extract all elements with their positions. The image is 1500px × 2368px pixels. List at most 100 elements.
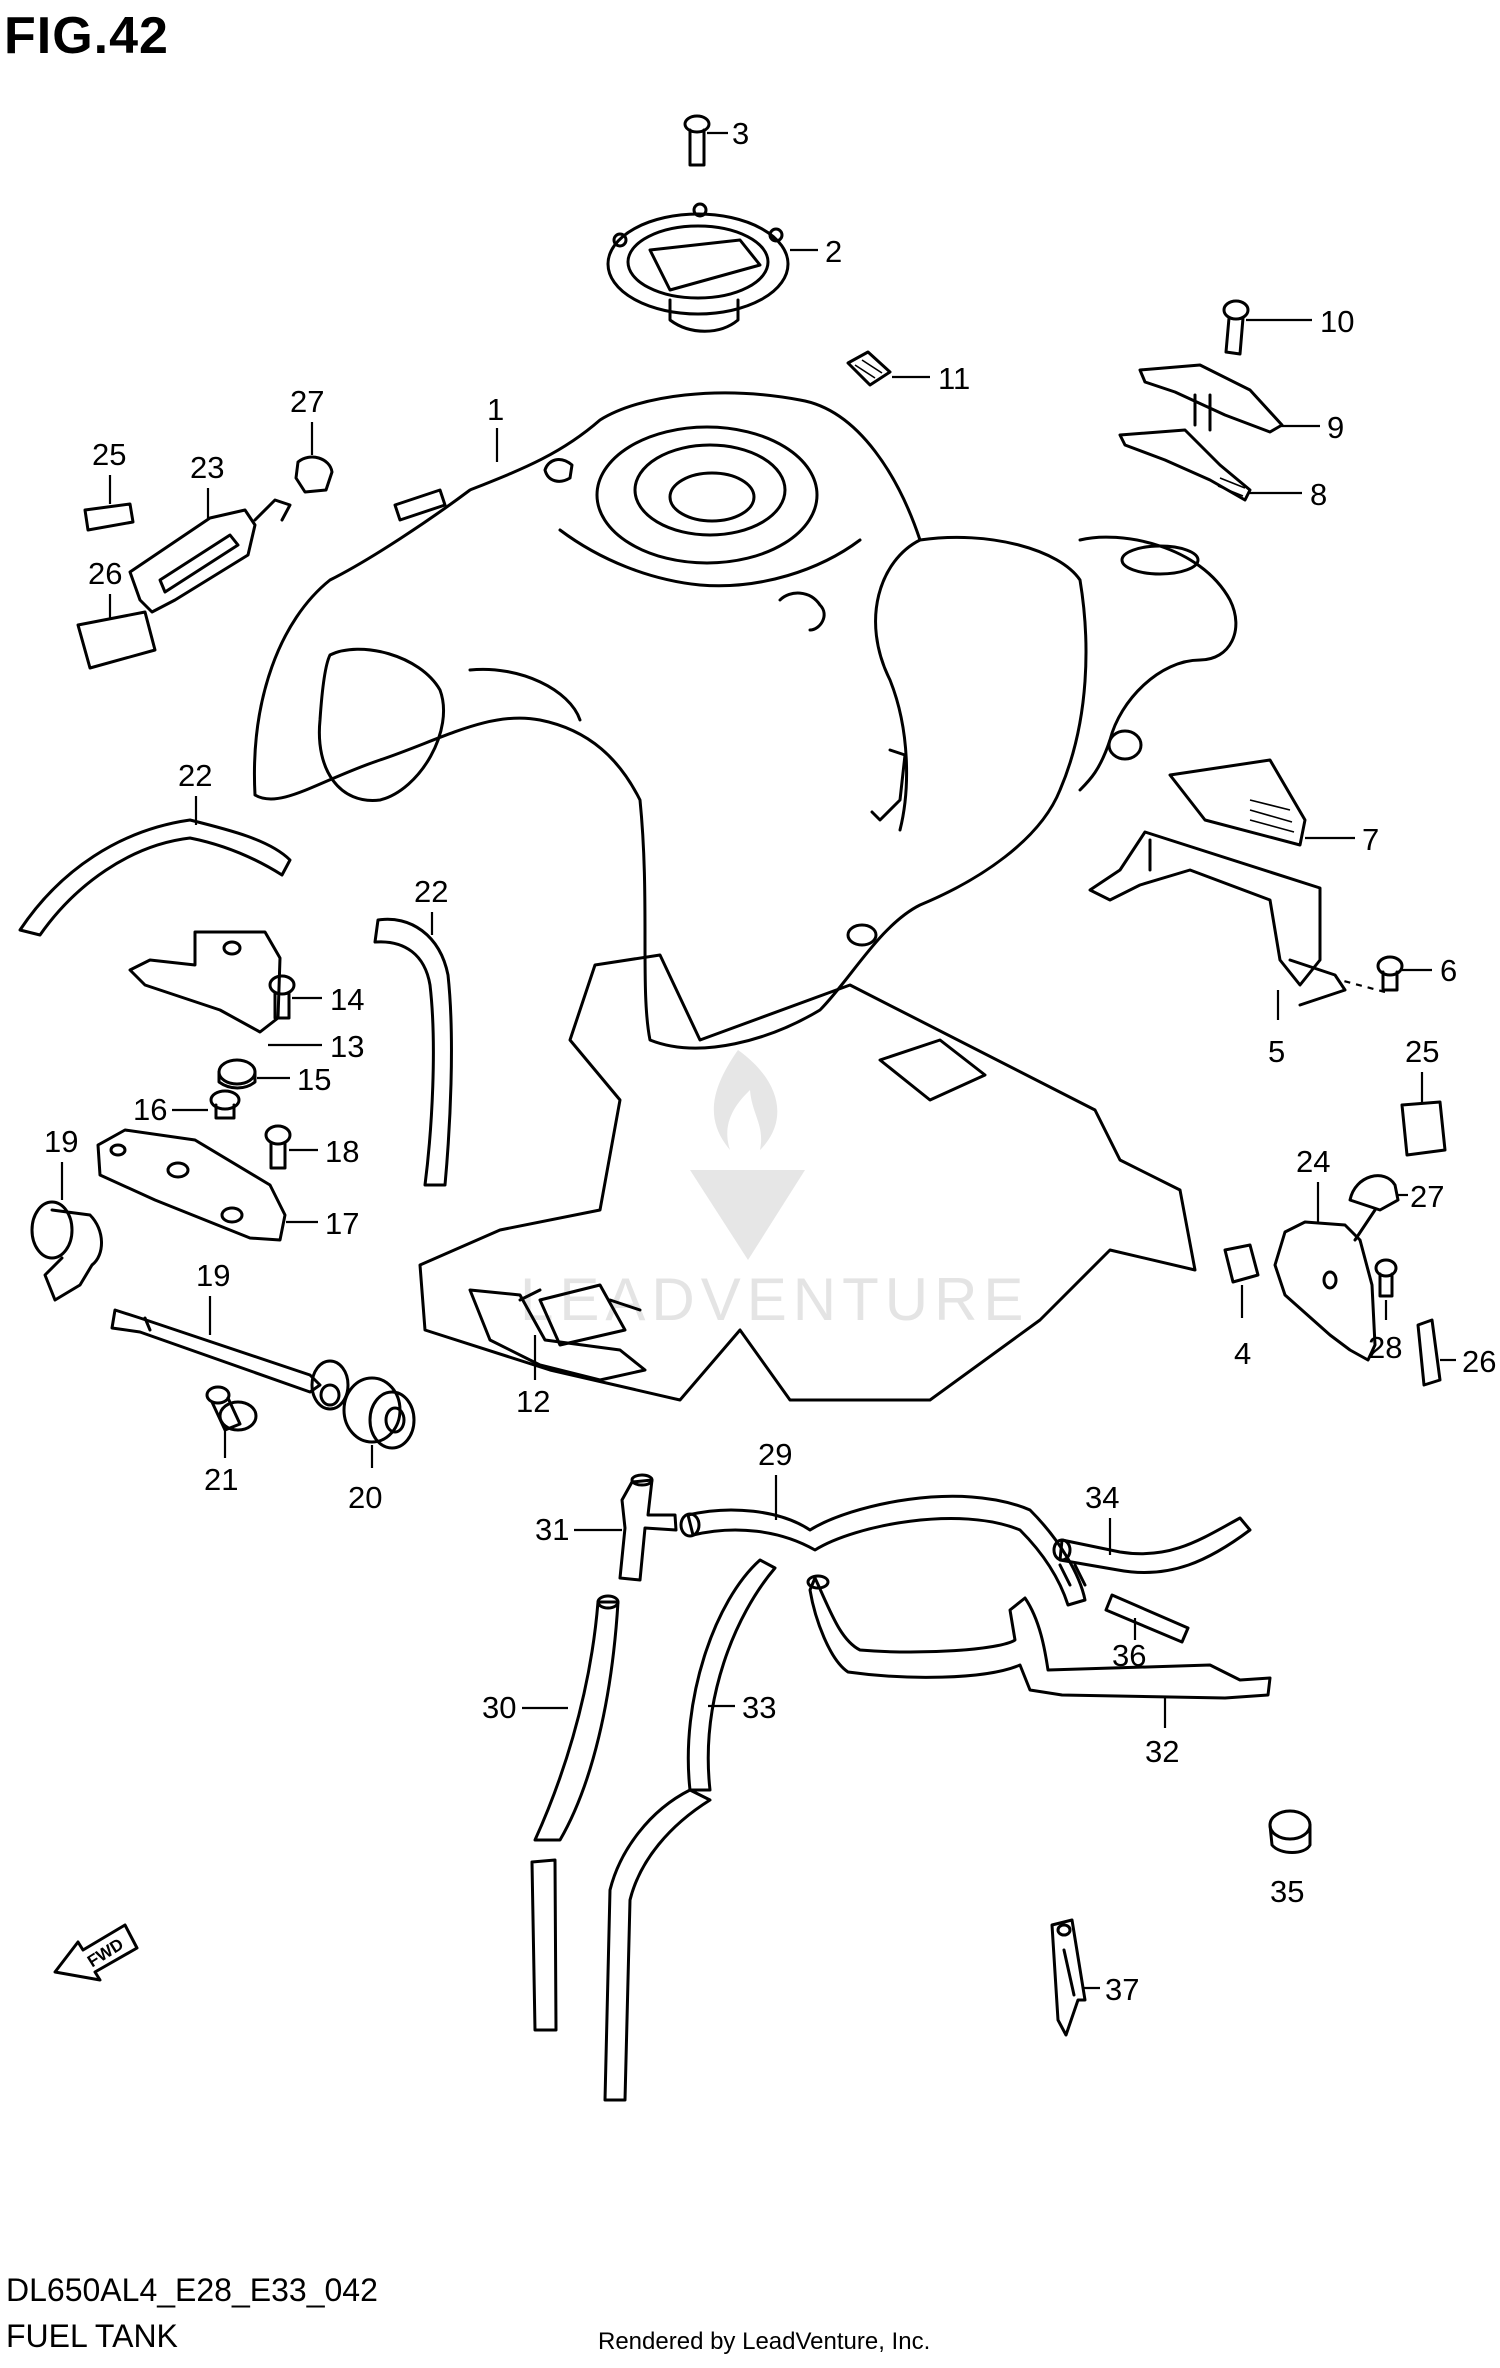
callout-label: 2 xyxy=(825,234,842,269)
cover-24 xyxy=(1273,1208,1377,1362)
callout-label: 18 xyxy=(325,1134,359,1169)
section-name: FUEL TANK xyxy=(6,2318,178,2354)
label-26-right xyxy=(1416,1318,1442,1387)
callout-5: 5 xyxy=(1268,990,1285,1069)
callout-label: 19 xyxy=(196,1258,230,1293)
callout-label: 31 xyxy=(535,1512,569,1547)
watermark: LEADVENTURE xyxy=(520,1050,1023,1333)
callout-label: 27 xyxy=(1410,1179,1444,1214)
callout-label: 22 xyxy=(178,758,212,793)
callout-10: 10 xyxy=(1246,304,1354,339)
cushion-4 xyxy=(1223,1243,1260,1284)
callout-15: 15 xyxy=(257,1062,331,1097)
callout-label: 35 xyxy=(1270,1874,1304,1909)
callout-label: 5 xyxy=(1268,1034,1285,1069)
callout-34: 34 xyxy=(1085,1480,1119,1555)
callout-30: 30 xyxy=(482,1690,568,1725)
t-fitting-31 xyxy=(618,1473,678,1582)
callout-14: 14 xyxy=(292,982,364,1017)
holder-bolt xyxy=(1222,299,1250,356)
callout-label: 28 xyxy=(1368,1330,1402,1365)
callout-label: 7 xyxy=(1362,822,1379,857)
collar-16 xyxy=(209,1089,241,1120)
hose-22-left xyxy=(18,818,292,937)
callout-label: 9 xyxy=(1327,410,1344,445)
callout-label: 12 xyxy=(516,1384,550,1419)
fuel-filler-cap xyxy=(606,202,790,333)
callout-label: 3 xyxy=(732,116,749,151)
callout-25-b: 25 xyxy=(1405,1034,1439,1102)
bolt-18 xyxy=(264,1124,292,1170)
callout-label: 8 xyxy=(1310,477,1327,512)
callout-3: 3 xyxy=(707,116,749,151)
callout-label: 25 xyxy=(92,437,126,472)
callout-8: 8 xyxy=(1248,477,1327,512)
hose-22-mid xyxy=(373,917,453,1187)
callout-label: 24 xyxy=(1296,1144,1330,1179)
clamp-35 xyxy=(1268,1809,1312,1854)
bracket-bolt xyxy=(1339,955,1404,994)
callout-21: 21 xyxy=(204,1428,238,1497)
hose-29 xyxy=(679,1494,1087,1607)
callout-label: 14 xyxy=(330,982,364,1017)
callout-label: 27 xyxy=(290,384,324,419)
callout-31: 31 xyxy=(535,1512,622,1547)
label-25-right xyxy=(1400,1100,1447,1157)
callout-24: 24 xyxy=(1296,1144,1330,1222)
callout-37: 37 xyxy=(1082,1972,1139,2007)
callout-label: 16 xyxy=(133,1092,167,1127)
callout-27-b: 27 xyxy=(1398,1179,1444,1214)
callout-label: 1 xyxy=(487,392,504,427)
bolt-14 xyxy=(268,974,296,1020)
callout-6: 6 xyxy=(1402,953,1457,988)
callout-4: 4 xyxy=(1234,1285,1251,1371)
bracket-13 xyxy=(128,930,282,1034)
callout-label: 17 xyxy=(325,1206,359,1241)
cover-23 xyxy=(128,498,292,614)
callout-label: 13 xyxy=(330,1029,364,1064)
model-code: DL650AL4_E28_E33_042 xyxy=(6,2272,378,2308)
callout-32: 32 xyxy=(1145,1698,1179,1769)
callout-label: 19 xyxy=(44,1124,78,1159)
strap-37 xyxy=(1050,1918,1087,2037)
hose-30 xyxy=(530,1594,620,2032)
callout-label: 26 xyxy=(88,556,122,591)
callout-label: 32 xyxy=(1145,1734,1179,1769)
tank-pad xyxy=(418,953,1197,1402)
plate-17 xyxy=(96,1128,287,1242)
callout-label: 33 xyxy=(742,1690,776,1725)
hook-19 xyxy=(30,1200,103,1302)
callout-17: 17 xyxy=(286,1206,359,1241)
callout-label: 36 xyxy=(1112,1638,1146,1673)
callout-29: 29 xyxy=(758,1437,792,1520)
callout-23: 23 xyxy=(190,450,224,520)
callout-19-b: 19 xyxy=(196,1258,230,1335)
hose-32 xyxy=(806,1574,1272,1700)
cap-27-right xyxy=(1348,1174,1400,1212)
strap-19 xyxy=(110,1308,350,1411)
callout-label: 21 xyxy=(204,1462,238,1497)
callout-label: 10 xyxy=(1320,304,1354,339)
callout-label: 20 xyxy=(348,1480,382,1515)
bolt-28 xyxy=(1374,1258,1398,1298)
holder-9 xyxy=(1138,363,1284,434)
cap-screw xyxy=(683,114,711,167)
callout-33: 33 xyxy=(708,1690,776,1725)
callout-26-b: 26 xyxy=(1440,1344,1496,1379)
figure-title: FIG.42 xyxy=(4,7,169,65)
callout-12: 12 xyxy=(516,1335,550,1419)
callout-label: 22 xyxy=(414,874,448,909)
hose-33 xyxy=(603,1558,777,2102)
callout-2: 2 xyxy=(790,234,842,269)
callout-label: 26 xyxy=(1462,1344,1496,1379)
callout-7: 7 xyxy=(1305,822,1379,857)
callout-label: 4 xyxy=(1234,1336,1251,1371)
callout-36: 36 xyxy=(1112,1618,1146,1673)
cushion-11 xyxy=(846,350,892,387)
callout-35: 35 xyxy=(1270,1874,1304,1909)
callout-label: 29 xyxy=(758,1437,792,1472)
callout-20: 20 xyxy=(348,1445,382,1515)
callout-1: 1 xyxy=(487,392,504,462)
callout-16: 16 xyxy=(133,1092,208,1127)
